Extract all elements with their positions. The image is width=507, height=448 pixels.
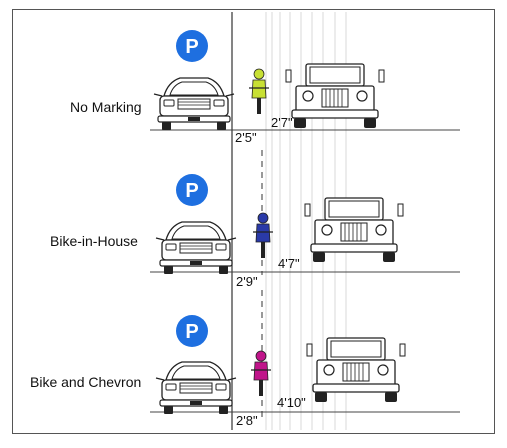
cyclist-icon	[253, 212, 273, 258]
row-bike-and-chevron: P Bike and Chevron 4'10" 2'8"	[30, 315, 406, 428]
distance-car: 2'9"	[236, 274, 258, 289]
parking-symbol: P	[185, 321, 198, 343]
truck-icon	[306, 337, 406, 403]
cyclist-icon	[249, 68, 269, 114]
parking-icon: P	[176, 174, 208, 206]
distance-truck: 4'10"	[277, 395, 306, 410]
row-bike-in-house: P Bike-in-House 4'7" 2'9"	[50, 174, 404, 289]
row-label: Bike-in-House	[50, 233, 138, 249]
distance-truck: 4'7"	[278, 256, 300, 271]
parked-car-icon	[155, 361, 237, 415]
row-label: No Marking	[70, 99, 142, 115]
parked-car-icon	[155, 221, 237, 275]
parking-symbol: P	[185, 180, 198, 202]
row-no-marking: P No Marking 2'7" 2'5"	[70, 30, 385, 145]
ground-lines	[150, 129, 460, 413]
distance-truck: 2'7"	[271, 115, 293, 130]
distance-car: 2'8"	[236, 413, 258, 428]
parked-car-icon	[153, 77, 235, 131]
parking-symbol: P	[185, 36, 198, 58]
parking-icon: P	[176, 30, 208, 62]
row-label: Bike and Chevron	[30, 374, 141, 390]
parking-icon: P	[176, 315, 208, 347]
cyclist-icon	[251, 350, 271, 396]
truck-icon	[304, 197, 404, 263]
distance-car: 2'5"	[235, 130, 257, 145]
